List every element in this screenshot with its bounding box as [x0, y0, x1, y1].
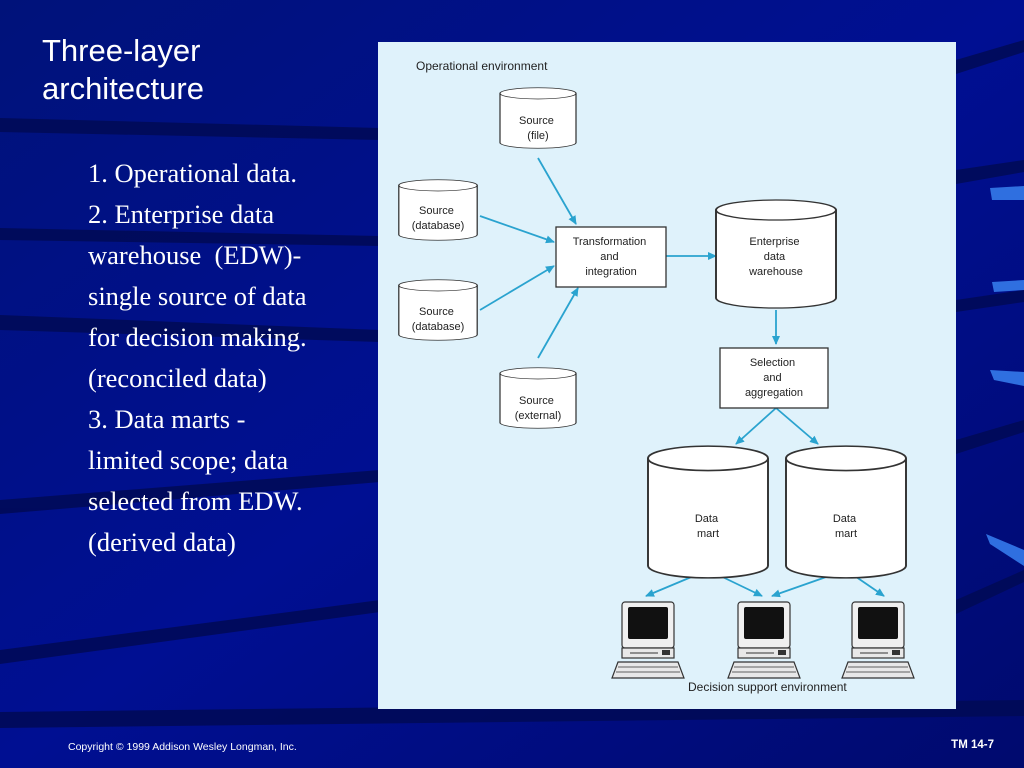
svg-text:Source (database): Source (database) — [412, 306, 465, 333]
edw-label-2: data — [764, 251, 786, 263]
arrow-db2-to-transform — [479, 265, 555, 311]
data-mart-2-label-2: mart — [835, 528, 857, 540]
data-mart-2-cylinder — [785, 445, 907, 579]
source-database-2-label: Source — [419, 306, 454, 318]
transformation-label-2: and — [600, 251, 618, 263]
selection-label-3: aggregation — [745, 387, 803, 399]
data-mart-1-label-1: Data — [695, 513, 719, 525]
selection-label-1: Selection — [750, 357, 795, 369]
body-line: warehouse (EDW)- — [88, 240, 302, 270]
body-line: selected from EDW. — [88, 486, 303, 516]
body-line: limited scope; data — [88, 445, 289, 475]
transformation-box — [555, 226, 667, 288]
arrow-file-to-transform — [537, 157, 577, 225]
source-external-sublabel: (external) — [515, 410, 561, 422]
computer-1-icon — [611, 601, 685, 679]
edw-label-1: Enterprise — [749, 236, 799, 248]
operational-environment-label: Operational environment — [416, 59, 548, 73]
source-database-1-label: Source — [419, 205, 454, 217]
selection-box — [719, 347, 829, 409]
data-mart-1-cylinder — [647, 445, 769, 579]
architecture-diagram: Operational environment Source (file) — [378, 42, 956, 709]
slide-body-text: 1. Operational data. 2. Enterprise data … — [88, 153, 388, 563]
slide-title-line-1: Three-layer — [42, 33, 201, 68]
svg-text:Enterprise data wa: Enterprise data warehouse — [748, 236, 803, 278]
transformation-label-3: integration — [585, 266, 636, 278]
slide-title: Three-layer architecture — [42, 32, 362, 108]
svg-text:Transformation and: Transformation and integration — [573, 236, 650, 278]
body-line: (derived data) — [88, 527, 236, 557]
body-line: for decision making. — [88, 322, 307, 352]
source-database-1-sublabel: (database) — [412, 220, 465, 232]
arrow-external-to-transform — [537, 287, 579, 359]
source-database-2-sublabel: (database) — [412, 321, 465, 333]
data-mart-2-label-1: Data — [833, 513, 857, 525]
selection-label-2: and — [763, 372, 781, 384]
svg-text:Selection and aggr: Selection and aggregation — [745, 357, 803, 399]
svg-text:Source (external): Source (external) — [515, 395, 561, 422]
computer-3-icon — [841, 601, 915, 679]
edw-label-3: warehouse — [748, 266, 803, 278]
arrow-db1-to-transform — [479, 215, 555, 244]
svg-text:Source (database): Source (database) — [412, 205, 465, 232]
svg-text:Data mart: Data mart — [695, 513, 721, 540]
body-line: 2. Enterprise data — [88, 199, 275, 229]
copyright-text: Copyright © 1999 Addison Wesley Longman,… — [68, 741, 297, 753]
decision-support-environment-label: Decision support environment — [688, 680, 847, 694]
body-line: single source of data — [88, 281, 307, 311]
slide-number: TM 14-7 — [951, 739, 994, 751]
source-file-sublabel: (file) — [527, 130, 548, 142]
svg-text:Data mart: Data mart — [833, 513, 859, 540]
transformation-label-1: Transformation — [573, 236, 647, 248]
body-line: 1. Operational data. — [88, 158, 297, 188]
slide-title-line-2: architecture — [42, 71, 204, 106]
body-line: (reconciled data) — [88, 363, 267, 393]
arrow-selection-to-mart2 — [775, 407, 819, 445]
computer-2-icon — [727, 601, 801, 679]
body-line: 3. Data marts - — [88, 404, 246, 434]
source-external-label: Source — [519, 395, 554, 407]
arrow-selection-to-mart1 — [735, 407, 777, 445]
svg-text:Source (file): Source (file) — [519, 115, 557, 142]
source-file-label: Source — [519, 115, 554, 127]
data-mart-1-label-2: mart — [697, 528, 719, 540]
